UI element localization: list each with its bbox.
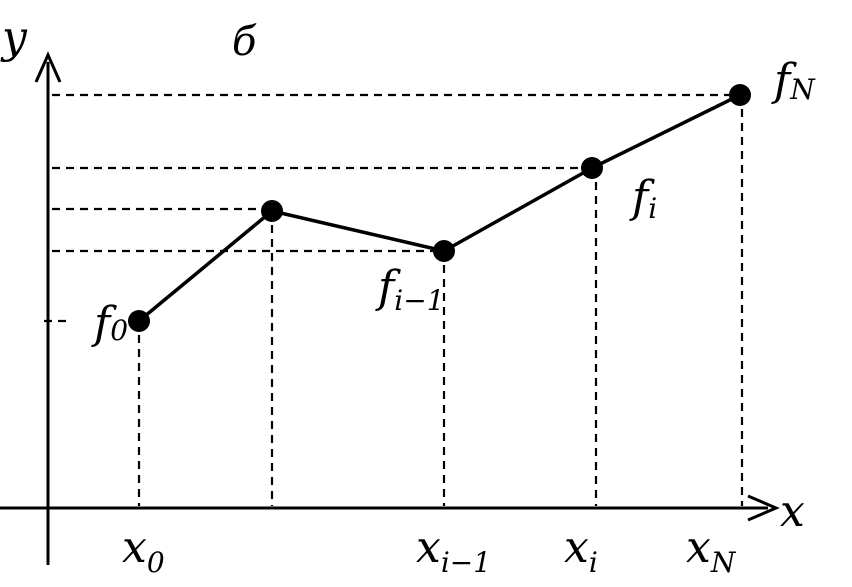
x-axis-arrow: [747, 494, 780, 522]
x-tick-label-xN: xN: [686, 522, 737, 579]
x-tick-base: x: [122, 522, 147, 573]
x-axis-label: x: [780, 486, 805, 537]
x-tick-sub: i−1: [441, 546, 491, 579]
point-label-fi-1: fi−1: [375, 262, 445, 317]
node-fi: [581, 157, 603, 179]
x-tick-label-xi-1: xi−1: [416, 522, 491, 579]
point-label-sub: 0: [110, 314, 128, 347]
x-tick-sub: N: [710, 546, 737, 579]
x-tick-label-x0: x0: [122, 522, 165, 579]
node-f0: [128, 310, 150, 332]
x-tick-base: x: [564, 522, 589, 573]
x-tick-label-xi: xi: [564, 522, 598, 579]
node-fi-1: [433, 240, 455, 262]
x-tick-sub: 0: [147, 546, 165, 579]
y-axis-label: y: [0, 12, 28, 63]
point-label-sub: i−1: [394, 284, 444, 317]
point-label-fi: fi: [629, 172, 657, 225]
point-label-sub: i: [648, 192, 657, 225]
point-label-fN: fN: [771, 55, 816, 106]
x-tick-base: x: [416, 522, 441, 573]
y-axis-arrow: [34, 51, 62, 83]
point-label-sub: N: [789, 73, 816, 106]
node-fN: [729, 84, 751, 106]
node-f1: [261, 200, 283, 222]
x-tick-base: x: [686, 522, 711, 573]
point-label-f0: f0: [91, 298, 128, 349]
panel-label: б: [232, 19, 257, 65]
x-tick-sub: i: [589, 546, 598, 579]
